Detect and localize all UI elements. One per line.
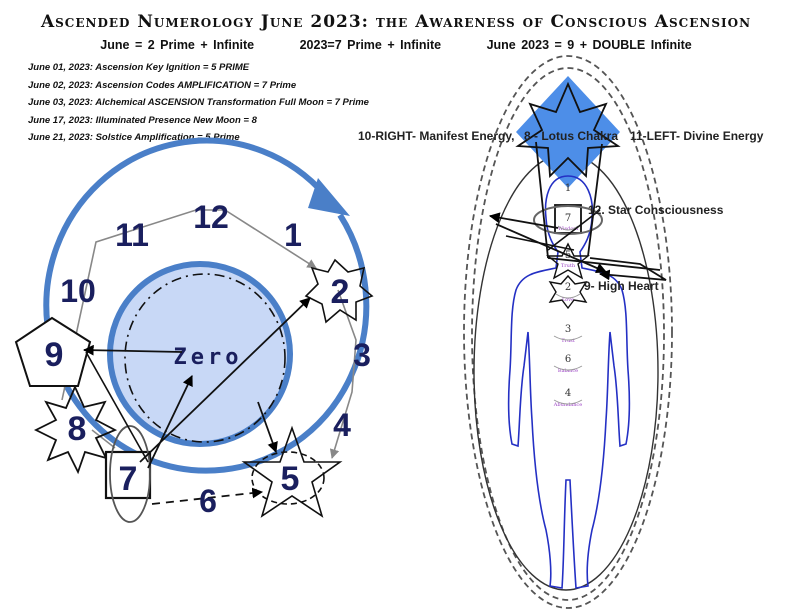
chakra-word-balance: Balance <box>558 368 578 374</box>
wheel-number-10: 10 <box>60 273 96 309</box>
chakra-arc <box>553 335 583 341</box>
label-high-heart: 9- High Heart <box>584 279 659 293</box>
body-arrow-crossing <box>547 257 661 271</box>
date-item: June 01, 2023: Ascension Key Ignition = … <box>28 62 250 73</box>
chakra-word-truth: Truth <box>561 263 576 269</box>
wheel-number-6: 6 <box>199 483 217 519</box>
chakra-number-4: 4 <box>565 388 571 399</box>
body-arrow-11 <box>587 143 603 257</box>
wheel-number-7: 7 <box>119 460 138 498</box>
chakra-number-6: 6 <box>565 354 571 365</box>
subtitle-year: 2023=7 Prime + Infinite <box>299 38 442 52</box>
wheel-number-3: 3 <box>353 337 371 373</box>
chakra-number-3: 3 <box>565 324 571 335</box>
date-list: June 01, 2023: Ascension Key Ignition = … <box>28 59 369 147</box>
body-arrow-down-left <box>505 235 575 251</box>
star-shape-2 <box>304 258 374 324</box>
label-star-consciousness: 12. Star Consciousness <box>588 203 724 217</box>
ellipse-7 <box>109 425 151 523</box>
star-shape-5-throat <box>546 242 590 280</box>
chakra-number-7: 7 <box>565 213 571 224</box>
wheel-number-2: 2 <box>331 273 350 311</box>
date-item: June 03, 2023: Alchemical ASCENSION Tran… <box>28 97 369 108</box>
zero-label: Zero <box>174 345 243 370</box>
wheel-number-1: 1 <box>284 217 302 253</box>
chakra-arc <box>555 293 581 299</box>
body-figure: 1 7 Wisdom 5 Truth 2 Love 3 Trust 6 Bala… <box>358 55 764 609</box>
wheel-number-9: 9 <box>45 336 64 374</box>
arrow-zero-to-5 <box>257 401 278 454</box>
aura-inner <box>471 67 665 601</box>
label-left-divine: 11-LEFT- Divine Energy <box>630 129 764 143</box>
lotus-diamond <box>516 76 620 188</box>
ring-arrowhead <box>308 178 350 216</box>
subtitle-month-year: June 2023 = 9 + DOUBLE Infinite <box>486 38 692 52</box>
date-item: June 17, 2023: Illuminated Presence New … <box>28 114 257 126</box>
chakra-word-abundance: Abundance <box>553 402 582 408</box>
wheel-number-5: 5 <box>281 460 300 498</box>
label-lotus-chakra: 8 - Lotus Chakra <box>524 129 618 143</box>
body-arrow-12 <box>547 209 601 251</box>
subtitle-june: June = 2 Prime + Infinite <box>100 38 255 52</box>
chakra-word-trust: Trust <box>561 338 575 344</box>
arrow-9-to-7 <box>85 351 149 463</box>
dashed-ellipse-5 <box>251 451 325 505</box>
arrow-7-to-zero <box>147 375 193 469</box>
subtitle: June = 2 Prime + Infinite 2023=7 Prime +… <box>0 38 792 52</box>
pentagon-9 <box>14 316 92 387</box>
chakra-word-wisdom: Wisdom <box>558 226 578 232</box>
zero-dashed-ring <box>124 273 286 443</box>
zero-circle <box>107 261 293 447</box>
body-arrow-to-left <box>488 212 559 229</box>
grey-number-path <box>61 209 317 401</box>
wheel-number-4: 4 <box>333 407 351 443</box>
star-shape-8 <box>33 384 118 475</box>
chakra-number-2: 2 <box>565 282 571 293</box>
body-arrow-1-to-star <box>535 141 549 259</box>
aura-outer <box>463 55 673 609</box>
arrow-zero-to-9 <box>82 344 183 356</box>
lotus-star-icon <box>515 81 621 179</box>
chakra-word-love: Love <box>562 297 574 303</box>
date-item: June 02, 2023: Ascension Codes AMPLIFICA… <box>28 79 297 91</box>
label-right-manifest: 10-RIGHT- Manifest Energy, <box>358 129 514 143</box>
grey-8-7-path <box>91 429 116 449</box>
star-shape-5 <box>241 425 343 518</box>
wheel-number-11: 11 <box>115 217 149 253</box>
star-shape-2-heart <box>548 274 588 310</box>
human-body-outline <box>507 175 631 589</box>
arrow-7-to-2 <box>139 297 311 463</box>
chakra-arc <box>553 365 583 371</box>
date-item: June 21, 2023: Solstice Amplification = … <box>28 132 240 143</box>
wheel-number-8: 8 <box>68 410 87 448</box>
page-title: Ascended Numerology June 2023: the Aware… <box>40 12 752 32</box>
body-arrow-heart <box>589 257 667 281</box>
dashed-arrow-7-to-5 <box>151 487 264 505</box>
wheel-number-12: 12 <box>193 199 229 235</box>
numerology-wheel: Zero 1 2 3 4 5 6 7 8 9 10 <box>14 137 374 523</box>
chakra-arc <box>557 225 579 231</box>
chakra-arc <box>553 399 583 405</box>
chakra-number-1: 1 <box>565 183 571 194</box>
